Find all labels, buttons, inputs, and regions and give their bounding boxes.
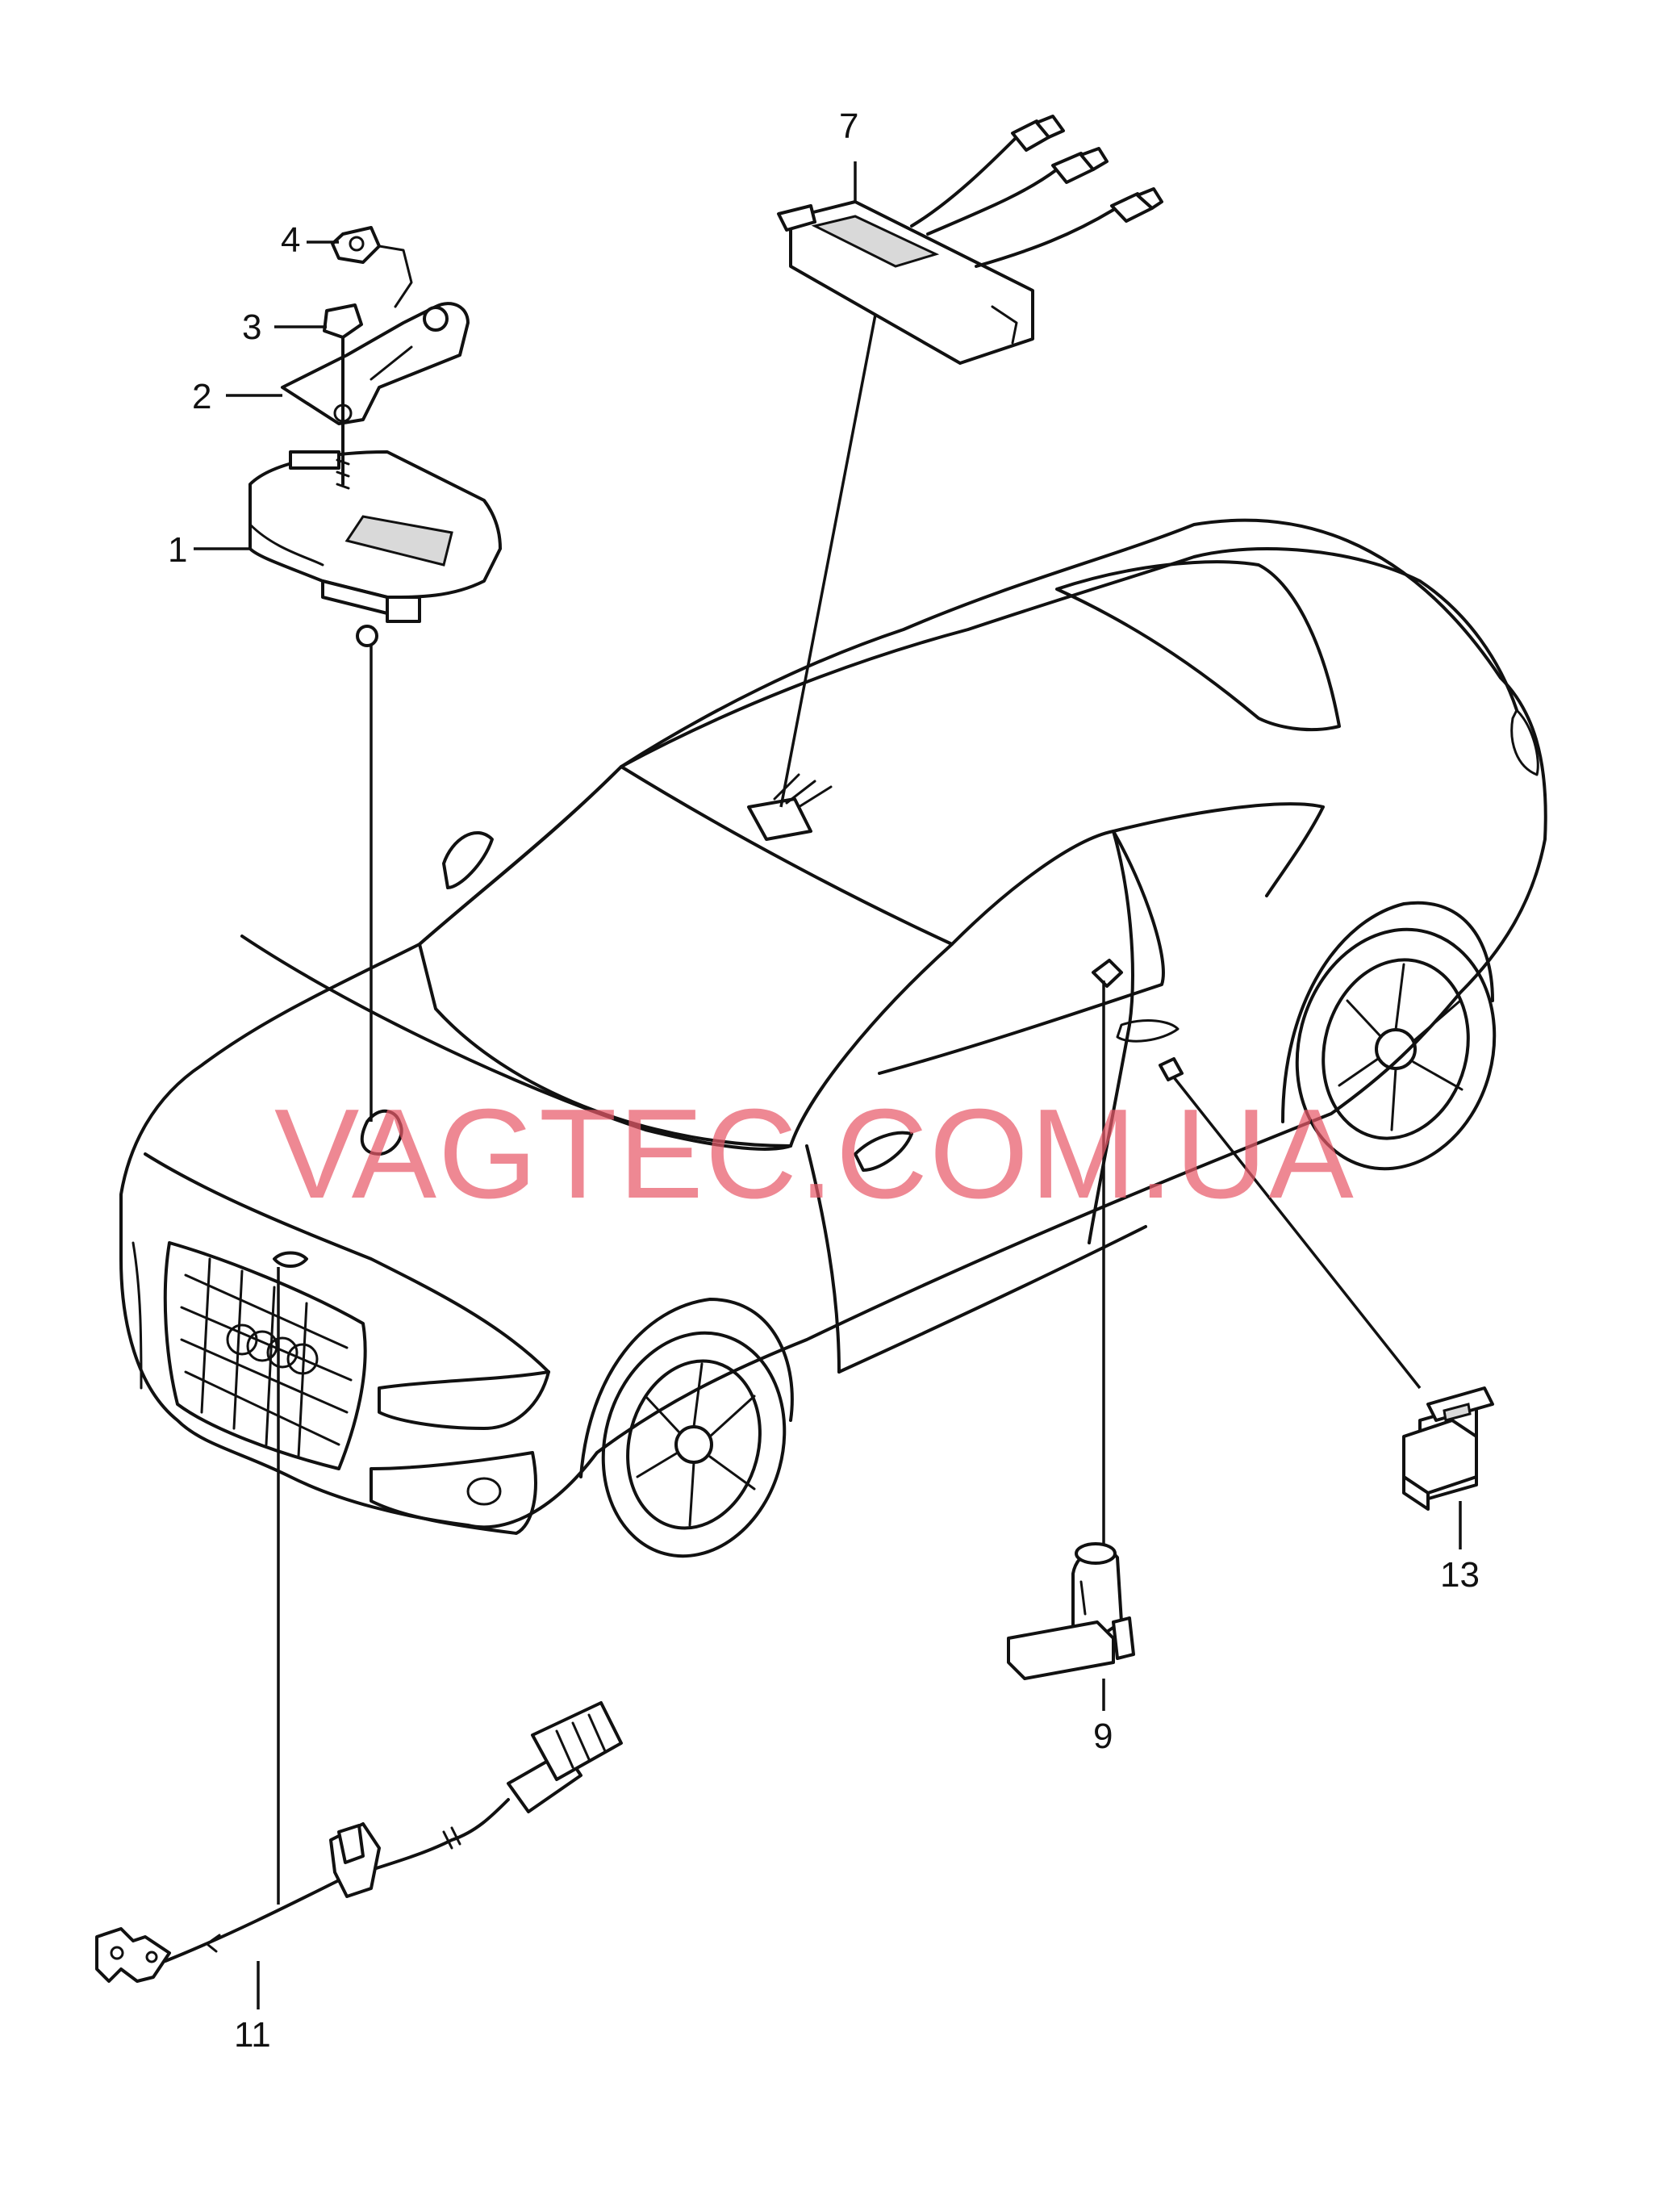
callout-3: 3 — [242, 307, 262, 347]
callout-1: 1 — [168, 530, 188, 570]
part-9-sensor — [1007, 1542, 1135, 1680]
part-11-sensor-cable — [95, 1701, 623, 1983]
callout-2: 2 — [192, 377, 212, 416]
car-illustration — [119, 518, 1547, 1558]
watermark-text: VAGTEC.COM.UA — [274, 1083, 1355, 1225]
callout-9: 9 — [1093, 1716, 1113, 1756]
part-7-antenna-module — [777, 115, 1163, 365]
part-13-switch — [1402, 1386, 1494, 1511]
callout-11: 11 — [234, 2015, 271, 2055]
callout-13: 13 — [1440, 1555, 1480, 1595]
part-2-bracket — [281, 302, 470, 425]
callout-4: 4 — [281, 220, 301, 260]
leader-lines — [194, 161, 1462, 2009]
part-4-nut — [331, 226, 413, 308]
part-1-control-unit — [248, 450, 502, 647]
callout-7: 7 — [839, 107, 859, 146]
